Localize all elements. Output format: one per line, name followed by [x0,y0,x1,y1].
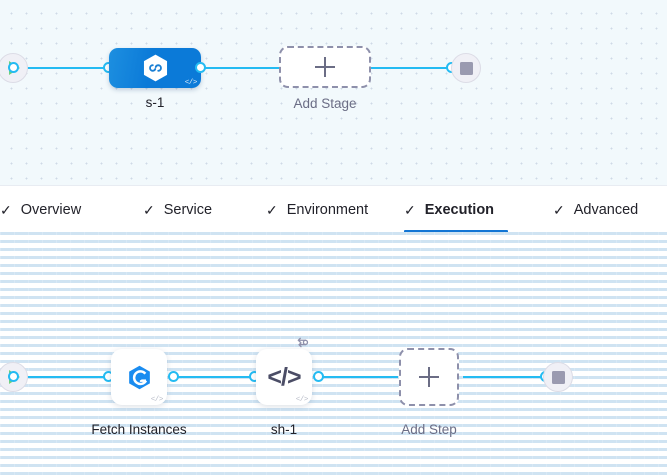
tab-service[interactable]: ✓ Service [143,186,212,233]
stage-node-s-1[interactable]: </> [109,48,201,88]
stop-icon [459,61,473,75]
check-icon: ✓ [143,201,155,218]
tab-label: Service [163,201,213,218]
port-sh1-out[interactable] [313,371,324,382]
step-node-label-sh-1: sh-1 [270,422,298,437]
check-icon: ✓ [404,201,416,218]
stop-icon [551,370,565,384]
stage-config-tabs: ✓ Overview ✓ Service ✓ Environment ✓ Exe… [0,185,667,233]
edge-stage1-to-add [198,67,280,69]
tab-underline [404,230,509,233]
check-icon: ✓ [553,201,565,218]
add-step-label: Add Step [401,422,457,437]
edge-fetch-to-sh1 [176,376,256,378]
plus-icon [315,57,335,77]
tab-advanced[interactable]: ✓ Advanced [553,186,638,233]
tab-label: Execution [424,201,495,218]
tab-label: Overview [20,201,82,218]
port-stage1-out[interactable] [195,62,206,73]
edge-add-to-end [463,376,545,378]
port-fetch-out[interactable] [168,371,179,382]
port-start-out[interactable] [8,371,19,382]
step-node-fetch-instances[interactable]: </> [111,349,167,405]
stage-graph-canvas[interactable]: </> s-1 Add Stage [0,0,667,185]
step-code-badge: </> [150,395,164,404]
check-icon: ✓ [266,201,278,218]
add-step-placeholder[interactable] [399,348,459,406]
tab-execution[interactable]: ✓ Execution [404,186,509,233]
harness-command-hexagon-icon [128,365,150,389]
harness-deploy-hexagon-icon [143,54,167,82]
stage-code-badge: </> [184,78,198,87]
step-code-badge: </> [295,395,309,404]
shell-script-icon: </> [267,362,301,391]
add-stage-label: Add Stage [293,96,357,111]
edge-start-to-fetch [24,376,112,378]
stage-node-label-s-1: s-1 [145,95,165,110]
grid-background [0,232,667,475]
tab-label: Advanced [573,201,639,218]
tab-environment[interactable]: ✓ Environment [266,186,368,233]
execution-end-node[interactable] [543,362,573,392]
tab-overview[interactable]: ✓ Overview [0,186,81,233]
loop-strategy-icon [297,337,309,348]
step-node-sh-1[interactable]: </> </> [256,337,312,405]
pipeline-end-node[interactable] [451,53,481,83]
execution-graph-canvas[interactable]: </> Fetch Instances </> </> sh-1 Add Ste… [0,232,667,475]
port-start-out[interactable] [8,62,19,73]
edge-add-to-end [370,67,452,69]
edge-sh1-to-add [320,376,398,378]
add-stage-placeholder[interactable] [279,46,371,88]
step-node-label-fetch-instances: Fetch Instances [91,422,187,437]
plus-icon [419,367,439,387]
tab-label: Environment [286,201,369,218]
edge-start-to-stage1 [24,67,114,69]
check-icon: ✓ [0,201,12,218]
